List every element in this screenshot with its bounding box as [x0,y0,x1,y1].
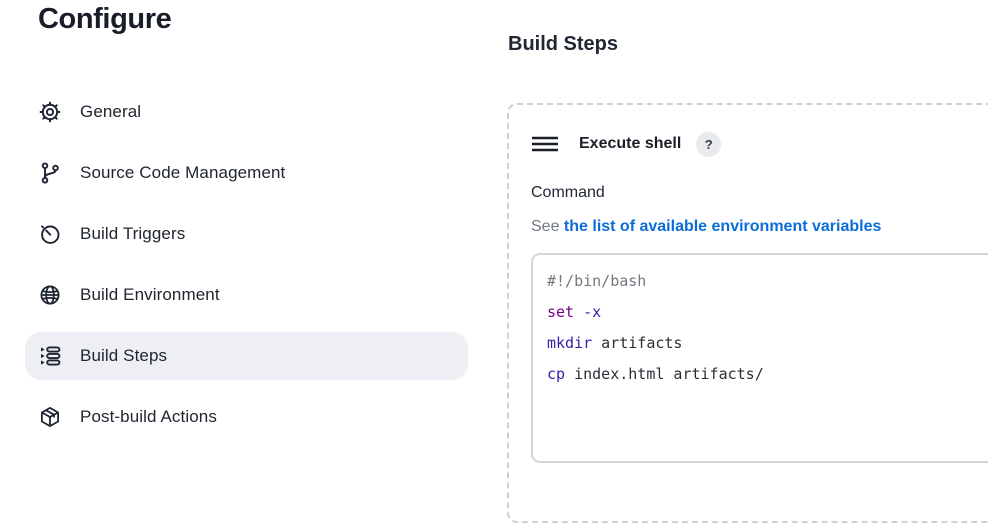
sidebar-item-build-triggers[interactable]: Build Triggers [25,210,468,258]
help-prefix-text: See [531,218,564,235]
env-variables-link[interactable]: the list of available environment variab… [563,218,882,235]
sidebar-item-build-steps[interactable]: Build Steps [25,332,468,380]
globe-icon [38,283,62,307]
shell-command-editor[interactable]: #!/bin/bash set -x mkdir artifacts cp in… [531,253,988,463]
sidebar-item-label: Source Code Management [80,163,286,182]
code-line: #!/bin/bash [547,272,647,290]
build-step-card: Execute shell ? Command See the list of … [507,103,988,523]
sidebar-item-post-build-actions[interactable]: Post-build Actions [25,393,468,441]
git-branch-icon [38,161,62,185]
build-step-header: Execute shell ? [531,131,988,157]
build-steps-icon [38,344,62,368]
sidebar-item-general[interactable]: General [25,88,468,136]
code-line: mkdir artifacts [547,334,683,352]
code-line: cp index.html artifacts/ [547,365,764,383]
package-icon [38,405,62,429]
sidebar-item-build-environment[interactable]: Build Environment [25,271,468,319]
code-line: set -x [547,303,602,321]
drag-handle-icon[interactable] [531,136,559,152]
sidebar-item-label: Build Steps [80,346,168,365]
timer-icon [38,222,62,246]
section-title: Build Steps [508,33,619,55]
command-label: Command [531,184,605,201]
sidebar-item-source-code-management[interactable]: Source Code Management [25,149,468,197]
gear-icon [38,100,62,124]
step-title: Execute shell [579,135,682,152]
help-button[interactable]: ? [696,131,722,157]
page-title: Configure [38,3,172,35]
sidebar-item-label: Build Environment [80,285,220,304]
sidebar-item-label: Build Triggers [80,224,186,243]
config-sidebar: General Source Code Management Build Tri… [25,88,468,454]
env-vars-help-line: See the list of available environment va… [531,218,988,236]
sidebar-item-label: General [80,102,142,121]
sidebar-item-label: Post-build Actions [80,407,217,426]
